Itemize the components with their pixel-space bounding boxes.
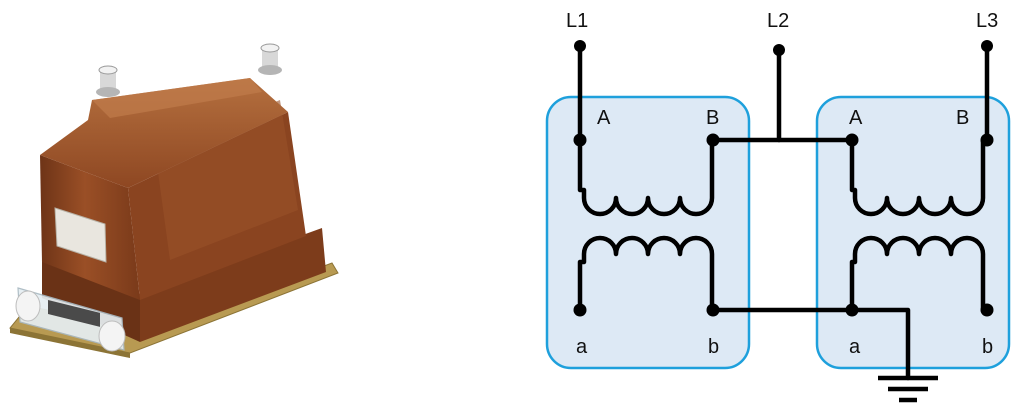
label-l1: L1 [566,10,588,32]
connection-diagram: L1 L2 L3 A B a b A B a b [545,10,1011,403]
wire-to-ground [849,307,911,381]
ground-icon [878,375,938,403]
transformer-photo [9,43,339,358]
terminal-dot-l2 [773,44,785,56]
label-right-a: a [849,336,861,358]
primary-winding-right [849,137,986,217]
label-l2: L2 [767,10,789,32]
housing-lower-side [140,228,326,342]
terminal-dot-right-A [845,133,859,147]
housing-top-ridge [92,78,262,118]
label-left-B: B [706,107,719,129]
terminal-block [48,299,100,327]
secondary-winding-left [577,235,715,313]
nameplate [54,207,107,263]
terminal-dot-left-b [706,303,720,317]
transformer-box-right [815,95,1011,370]
terminal-dot-l1 [574,40,586,52]
terminal-left [96,65,120,97]
label-right-A: A [849,107,863,129]
terminal-dot-left-a [573,303,587,317]
terminal-dot-right-B [980,133,994,147]
cable-glands [15,290,126,352]
terminal-dot-right-b [980,303,994,317]
label-l3: L3 [976,10,998,32]
label-right-B: B [956,107,969,129]
secondary-winding-right [849,235,986,313]
terminal-dot-left-B [706,133,720,147]
label-left-a: a [576,336,588,358]
terminal-right [258,43,282,75]
primary-winding-left [577,137,715,217]
transformer-box-left [545,95,751,370]
label-left-A: A [597,107,611,129]
terminal-dot-left-A [573,133,587,147]
terminal-dot-l3 [981,40,993,52]
terminal-dot-right-a [845,303,859,317]
label-left-b: b [708,336,719,358]
label-right-b: b [982,336,993,358]
base-plate-edge [10,328,130,358]
